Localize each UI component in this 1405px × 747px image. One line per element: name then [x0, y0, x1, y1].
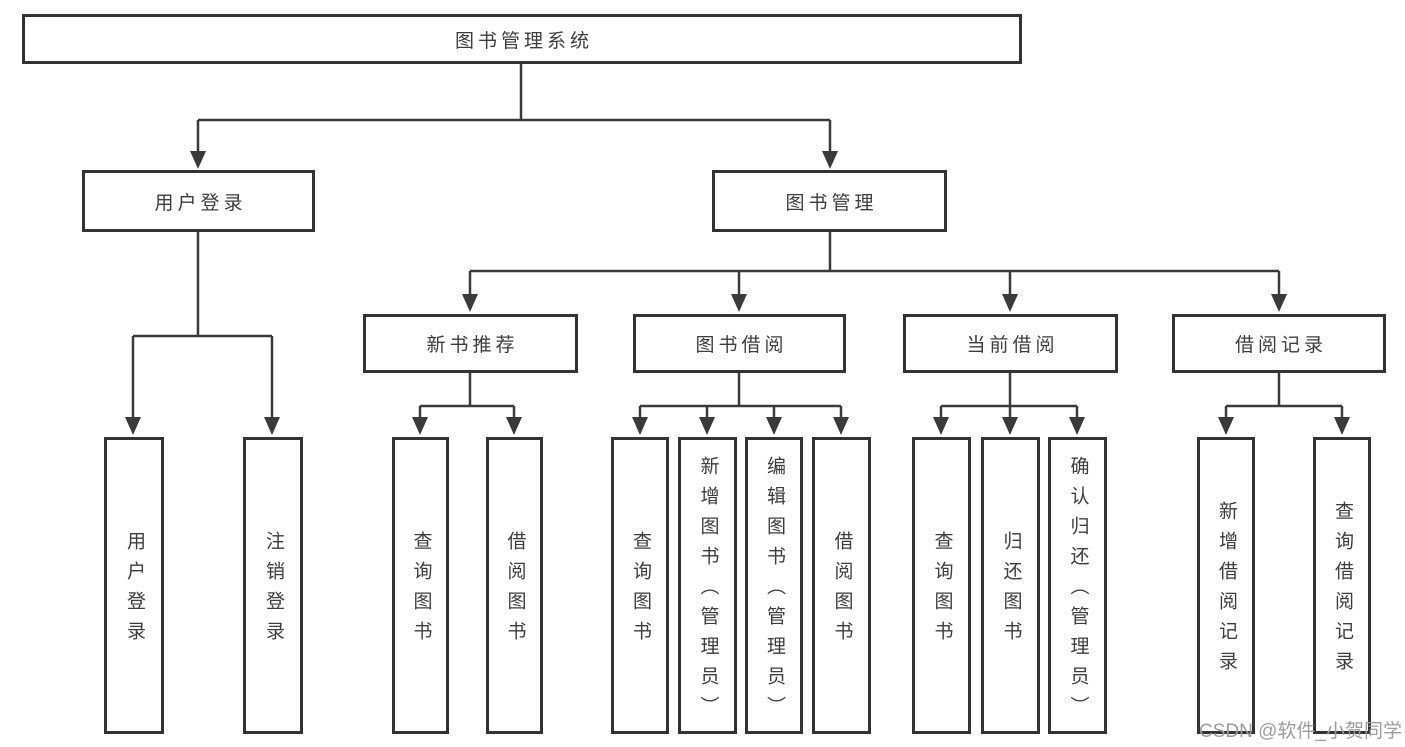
connector-book-borrow-to-leaves [632, 373, 849, 435]
arrowhead [190, 151, 206, 169]
node-root: 图书管理系统 [22, 14, 1022, 64]
node-leaf-cur-return-books: 归还图书 [981, 437, 1040, 734]
node-leaf-cur-confirm-return-label: 确认归还（管理员） [1067, 456, 1089, 726]
arrowhead [731, 294, 747, 312]
node-leaf-bw-borrow-books-label: 借阅图书 [831, 531, 853, 651]
node-leaf-rec-add-record: 新增借阅记录 [1197, 437, 1255, 734]
node-leaf-bw-edit-books: 编辑图书（管理员） [745, 437, 803, 734]
connector-root-to-level2 [190, 64, 838, 169]
node-book-mgmt-label: 图书管理 [785, 192, 878, 214]
node-leaf-nb-query-books: 查询图书 [392, 437, 449, 734]
arrowhead [462, 294, 478, 312]
arrowhead [1069, 417, 1085, 435]
node-book-mgmt: 图书管理 [712, 170, 947, 232]
node-leaf-bw-borrow-books: 借阅图书 [812, 437, 871, 734]
node-book-borrow: 图书借阅 [633, 314, 846, 373]
arrowhead [1002, 417, 1018, 435]
node-leaf-logout: 注销登录 [243, 437, 303, 734]
node-user-login-label: 用户登录 [154, 192, 247, 214]
arrowhead [933, 417, 949, 435]
arrowhead [766, 417, 782, 435]
arrowhead [1218, 417, 1234, 435]
node-current-borrow-label: 当前借阅 [966, 335, 1059, 356]
watermark: CSDN @软件_小贺同学 [1199, 721, 1402, 742]
node-leaf-cur-confirm-return: 确认归还（管理员） [1048, 437, 1107, 734]
node-leaf-bw-query-books-label: 查询图书 [629, 531, 651, 651]
node-leaf-rec-query-record: 查询借阅记录 [1313, 437, 1371, 734]
node-leaf-nb-borrow-books-label: 借阅图书 [504, 531, 526, 651]
node-user-login: 用户登录 [82, 170, 315, 232]
node-new-book-rec-label: 新书推荐 [426, 335, 519, 356]
node-leaf-nb-query-books-label: 查询图书 [410, 531, 432, 651]
arrowhead [412, 417, 428, 435]
node-borrow-record: 借阅记录 [1172, 314, 1386, 373]
node-leaf-bw-add-books: 新增图书（管理员） [678, 437, 737, 734]
node-leaf-bw-query-books: 查询图书 [611, 437, 669, 734]
node-leaf-bw-edit-books-label: 编辑图书（管理员） [763, 456, 785, 726]
node-leaf-cur-return-books-label: 归还图书 [1000, 531, 1022, 651]
arrowhead [125, 417, 141, 435]
node-leaf-bw-add-books-label: 新增图书（管理员） [697, 456, 719, 726]
node-book-borrow-label: 图书借阅 [695, 335, 788, 356]
node-new-book-rec: 新书推荐 [363, 314, 578, 373]
node-current-borrow: 当前借阅 [903, 314, 1118, 373]
arrowhead [833, 417, 849, 435]
arrowhead [264, 417, 280, 435]
node-root-label: 图书管理系统 [454, 30, 593, 52]
connector-borrow-record-to-leaves [1218, 373, 1350, 435]
node-leaf-nb-borrow-books: 借阅图书 [486, 437, 543, 734]
arrowhead [822, 151, 838, 169]
node-leaf-cur-query-books-label: 查询图书 [931, 531, 953, 651]
connector-new-book-to-leaves [412, 373, 522, 435]
arrowhead [1334, 417, 1350, 435]
connector-current-borrow-to-leaves [933, 373, 1085, 435]
node-leaf-user-login: 用户登录 [104, 437, 164, 734]
node-leaf-rec-query-record-label: 查询借阅记录 [1331, 501, 1353, 681]
arrowhead [699, 417, 715, 435]
arrowhead [1271, 294, 1287, 312]
arrowhead [506, 417, 522, 435]
node-leaf-logout-label: 注销登录 [262, 531, 284, 651]
node-borrow-record-label: 借阅记录 [1234, 335, 1327, 356]
arrowhead [632, 417, 648, 435]
node-leaf-user-login-label: 用户登录 [123, 531, 145, 651]
node-leaf-cur-query-books: 查询图书 [912, 437, 971, 734]
arrowhead [1002, 294, 1018, 312]
connector-book-mgmt-to-level3 [462, 232, 1287, 312]
connector-user-login-to-leaves [125, 232, 280, 435]
node-leaf-rec-add-record-label: 新增借阅记录 [1215, 501, 1237, 681]
